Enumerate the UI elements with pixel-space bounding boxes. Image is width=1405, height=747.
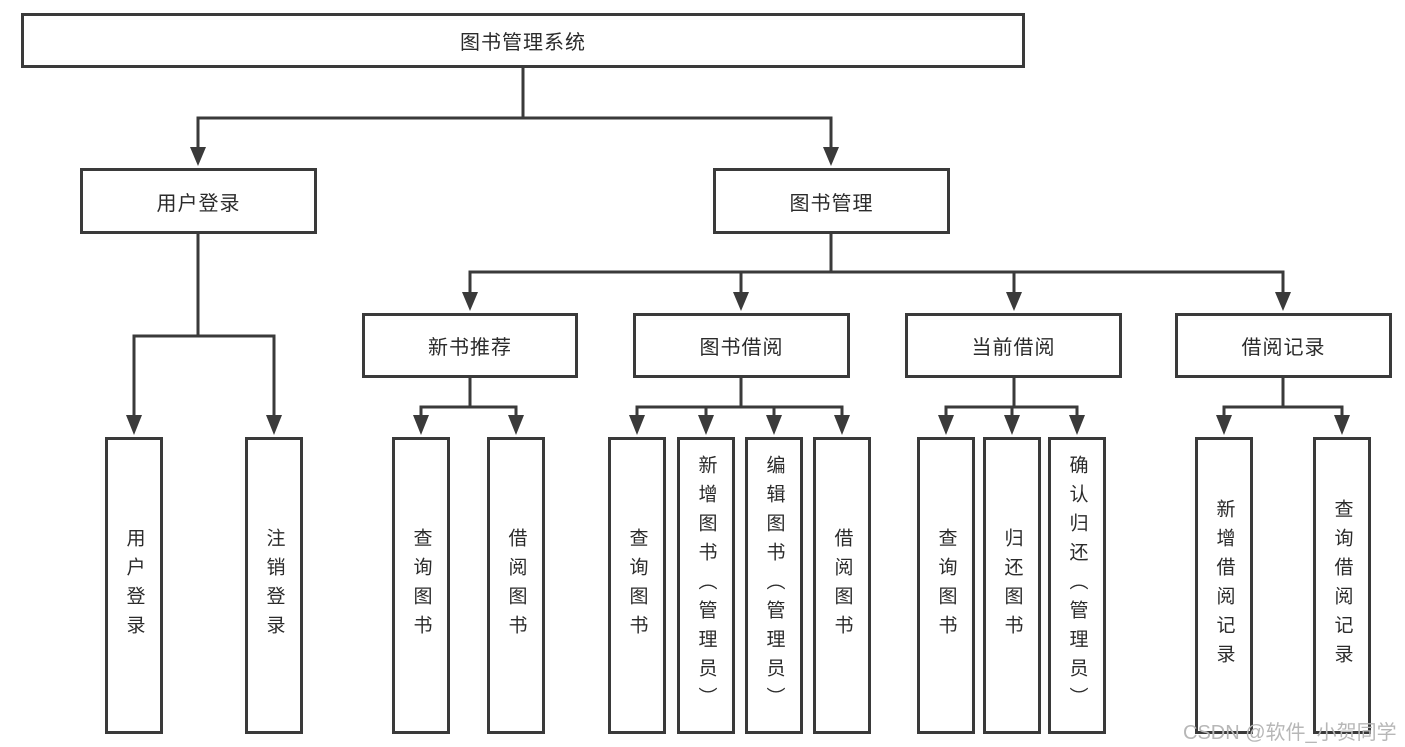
node-system-root: 图书管理系统 [21, 13, 1025, 68]
leaf-user-login: 用户登录 [105, 437, 163, 734]
branch-book-management: 图书管理 [713, 168, 950, 234]
watermark: CSDN @软件_小贺同学 [1183, 722, 1397, 744]
leaf-label: 查询借阅记录 [1331, 498, 1353, 673]
branch-user-login: 用户登录 [80, 168, 317, 234]
group-new-book-recommend: 新书推荐 [362, 313, 578, 378]
node-label: 图书借阅 [699, 337, 784, 359]
leaf-return-book: 归还图书 [983, 437, 1041, 734]
leaf-label: 用户登录 [123, 527, 145, 644]
leaf-label: 新增图书（管理员） [695, 455, 717, 716]
group-current-borrow: 当前借阅 [905, 313, 1122, 378]
node-label: 新书推荐 [428, 337, 512, 359]
leaf-label: 借阅图书 [505, 527, 527, 644]
leaf-confirm-return-admin: 确认归还（管理员） [1048, 437, 1106, 734]
node-label: 当前借阅 [971, 337, 1056, 359]
leaf-label: 归还图书 [1001, 527, 1023, 644]
leaf-label: 编辑图书（管理员） [763, 455, 785, 716]
leaf-query-books-recommend: 查询图书 [392, 437, 450, 734]
node-label: 借阅记录 [1241, 337, 1326, 359]
leaf-add-book-admin: 新增图书（管理员） [677, 437, 735, 734]
leaf-label: 借阅图书 [831, 527, 853, 644]
leaf-borrow-books: 借阅图书 [813, 437, 871, 734]
leaf-query-books-current: 查询图书 [917, 437, 975, 734]
node-label: 用户登录 [156, 192, 241, 215]
leaf-label: 查询图书 [410, 527, 432, 644]
leaf-label: 查询图书 [935, 527, 957, 644]
leaf-borrow-books-recommend: 借阅图书 [487, 437, 545, 734]
leaf-query-books-borrow: 查询图书 [608, 437, 666, 734]
leaf-label: 查询图书 [626, 527, 648, 644]
leaf-edit-book-admin: 编辑图书（管理员） [745, 437, 803, 734]
leaf-add-borrow-record: 新增借阅记录 [1195, 437, 1253, 734]
leaf-logout: 注销登录 [245, 437, 303, 734]
group-book-borrow: 图书借阅 [633, 313, 850, 378]
group-borrow-records: 借阅记录 [1175, 313, 1392, 378]
node-label: 图书管理系统 [460, 32, 586, 54]
leaf-label: 注销登录 [263, 527, 285, 644]
node-label: 图书管理 [789, 192, 874, 215]
leaf-label: 确认归还（管理员） [1066, 455, 1088, 716]
leaf-label: 新增借阅记录 [1213, 498, 1235, 673]
leaf-query-borrow-record: 查询借阅记录 [1313, 437, 1371, 734]
